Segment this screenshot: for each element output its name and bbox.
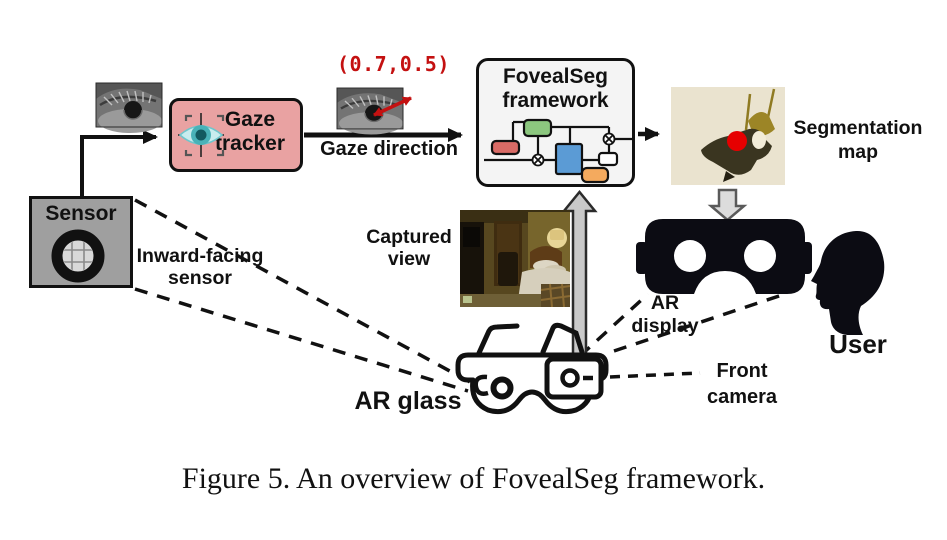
- downward-arrow: [707, 188, 748, 222]
- glasses-temple-left: [476, 323, 520, 356]
- inward-sensor-line-bottom: [134, 287, 469, 393]
- inward-facing-sensor-label: Inward-facing sensor: [136, 245, 264, 290]
- upward-arrow: [561, 190, 598, 394]
- sensor-label: Sensor: [45, 202, 117, 225]
- front-camera-pointer-line: [609, 371, 701, 379]
- glasses-temple-right: [540, 322, 585, 355]
- ar-glass-label: AR glass: [354, 387, 462, 415]
- vr-headset-icon: [636, 219, 812, 294]
- captured-view-image: [460, 210, 570, 307]
- inward-eye-photo: [94, 81, 164, 135]
- gaze-direction-label: Gaze direction: [320, 138, 458, 160]
- segmentation-map-label: Segmentation map: [793, 117, 923, 163]
- ar-display-label: AR display: [631, 292, 699, 337]
- glasses-eye-lens: [490, 376, 514, 400]
- sensor-to-tracker-arrow: [80, 130, 158, 198]
- foveal-red-dot: [727, 131, 747, 151]
- user-label: User: [829, 329, 887, 359]
- ar-glasses-icon: [455, 322, 609, 415]
- gaze-tracker-box: Gaze tracker: [169, 98, 303, 172]
- user-head-icon: [811, 230, 885, 335]
- gaze-tracker-label: Gaze tracker: [214, 108, 286, 155]
- front-camera-module: [544, 356, 604, 400]
- segmentation-map-image: [671, 87, 785, 185]
- fovealseg-framework-title: FovealSeg framework: [502, 65, 609, 113]
- figure-caption: Figure 5. An overview of FovealSeg frame…: [181, 462, 766, 495]
- gaze-vector-arrow: [373, 96, 412, 117]
- fovealseg-framework-box: FovealSeg framework: [476, 58, 635, 187]
- captured-view-label: Captured view: [366, 226, 452, 271]
- sensor-box: Sensor: [29, 196, 133, 288]
- glasses-frame: [455, 352, 609, 415]
- gaze-eye-photo: [335, 86, 405, 136]
- front-camera-label: Front camera: [706, 360, 778, 408]
- gaze-coordinates-text: (0.7,0.5): [337, 52, 450, 76]
- front-camera-lens: [560, 368, 580, 388]
